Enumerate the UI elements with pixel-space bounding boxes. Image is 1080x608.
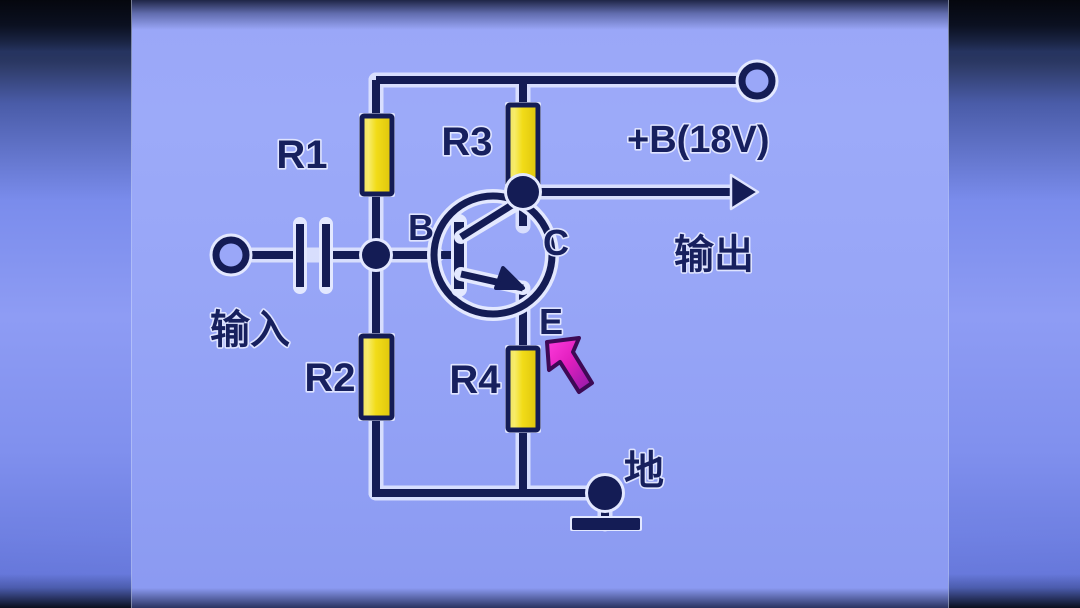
coupling-capacitor (293, 217, 333, 294)
resistor-r1 (359, 113, 395, 197)
panel-bottom-shade (132, 588, 948, 608)
label-base: B (408, 207, 434, 248)
label-collector: C (543, 222, 569, 263)
label-r1: R1 (276, 133, 327, 177)
label-output: 输出 (674, 232, 754, 278)
ground-symbol (570, 516, 642, 531)
label-r4: R4 (449, 358, 501, 402)
label-emitter: E (539, 301, 563, 342)
resistor-r2 (358, 333, 395, 421)
label-supply: +B(18V) (627, 119, 770, 161)
output-arrow (729, 173, 760, 211)
label-ground: 地 (624, 448, 664, 494)
node-dots (359, 173, 625, 513)
panel-top-shade (132, 0, 948, 30)
label-r2: R2 (304, 356, 355, 400)
transistor-npn (427, 189, 559, 321)
mouse-cursor (545, 336, 594, 394)
supply-terminal (735, 59, 779, 103)
label-input: 输入 (210, 307, 290, 353)
resistor-r4 (505, 345, 541, 433)
slide-panel (132, 0, 948, 608)
label-r3: R3 (441, 120, 492, 164)
input-terminal (209, 233, 253, 277)
